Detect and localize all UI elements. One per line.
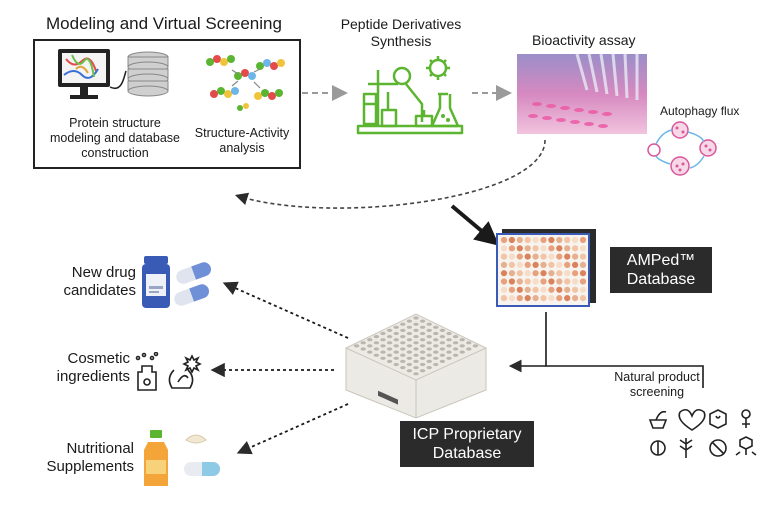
amped-database-label: AMPed™ Database bbox=[610, 247, 712, 293]
molecules-icon bbox=[206, 55, 285, 111]
cosmetic-icon bbox=[135, 352, 202, 391]
arrow-to-amped bbox=[450, 204, 500, 246]
amped-line1: AMPed™ bbox=[626, 252, 696, 269]
modeling-left-caption: Protein structure modeling and database … bbox=[50, 116, 180, 160]
bioassay-subtitle: Autophagy flux bbox=[660, 104, 740, 118]
arrow-to-supplement bbox=[236, 403, 349, 455]
output-drug-label: New drug candidates bbox=[63, 264, 136, 299]
synthesis-apparatus-icon bbox=[356, 56, 464, 135]
amped-plate-icon bbox=[496, 229, 596, 307]
modeling-title: Modeling and Virtual Screening bbox=[46, 14, 282, 33]
icp-rack-icon bbox=[345, 313, 487, 419]
output-cosmetic-label: Cosmetic ingredients bbox=[56, 350, 130, 385]
natural-product-label: Natural product screening bbox=[614, 370, 700, 399]
icp-line1: ICP Proprietary bbox=[412, 426, 522, 443]
bioassay-title: Bioactivity assay bbox=[532, 32, 636, 48]
line-amped-to-icp bbox=[545, 312, 704, 388]
icp-line2: Database bbox=[432, 445, 502, 462]
computer-database-icon bbox=[58, 49, 169, 99]
autophagy-cycle-icon bbox=[647, 121, 717, 176]
natural-product-icons bbox=[648, 408, 757, 458]
amped-line2: Database bbox=[626, 271, 696, 288]
drug-bottle-pills-icon bbox=[142, 256, 211, 308]
arrow-to-drug bbox=[222, 281, 349, 339]
output-supplement-label: Nutritional Supplements bbox=[46, 440, 134, 475]
arrow-feedback-loop bbox=[234, 139, 546, 209]
microplate-photo bbox=[517, 54, 647, 134]
synthesis-title: Peptide Derivatives Synthesis bbox=[340, 16, 462, 49]
supplement-icon bbox=[144, 430, 220, 486]
icp-database-label: ICP Proprietary Database bbox=[400, 421, 534, 467]
modeling-right-caption: Structure-Activity analysis bbox=[194, 126, 290, 155]
